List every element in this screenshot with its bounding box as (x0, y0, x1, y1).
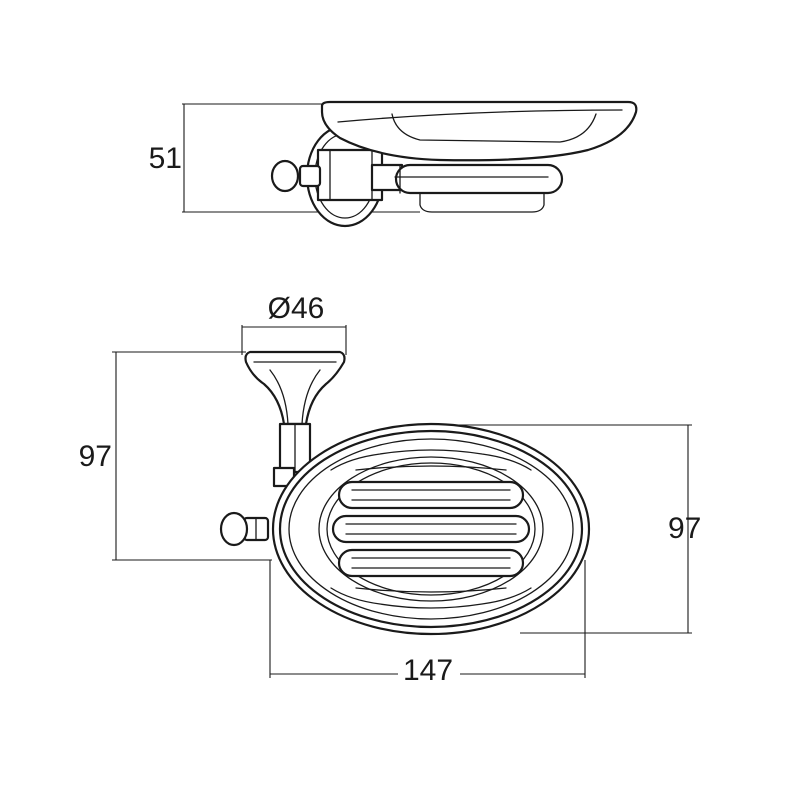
dimension-dish-width: 147 (269, 560, 586, 687)
dimension-wall-height: 97 (79, 351, 272, 561)
side-holder-ring (394, 163, 564, 213)
dimension-side-height: 51 (149, 103, 420, 213)
side-set-screw (270, 159, 322, 193)
dimension-flange-diameter: Ø46 (241, 292, 347, 355)
dimension-dish-depth: 97 (450, 424, 701, 634)
dimension-label-97-right: 97 (668, 512, 701, 545)
side-glass-dish (320, 100, 638, 162)
dimension-label-diameter: Ø46 (268, 292, 325, 325)
dimension-label-147: 147 (403, 654, 453, 687)
dimension-label-97-left: 97 (79, 440, 112, 473)
side-wall-flange (305, 124, 385, 228)
dimension-label-51: 51 (149, 142, 182, 175)
side-view: 51 (149, 100, 638, 228)
front-view: Ø46 97 97 147 (79, 292, 702, 687)
front-soap-grid (331, 465, 531, 593)
front-dish-bed (318, 456, 544, 602)
front-set-screw (219, 511, 270, 547)
